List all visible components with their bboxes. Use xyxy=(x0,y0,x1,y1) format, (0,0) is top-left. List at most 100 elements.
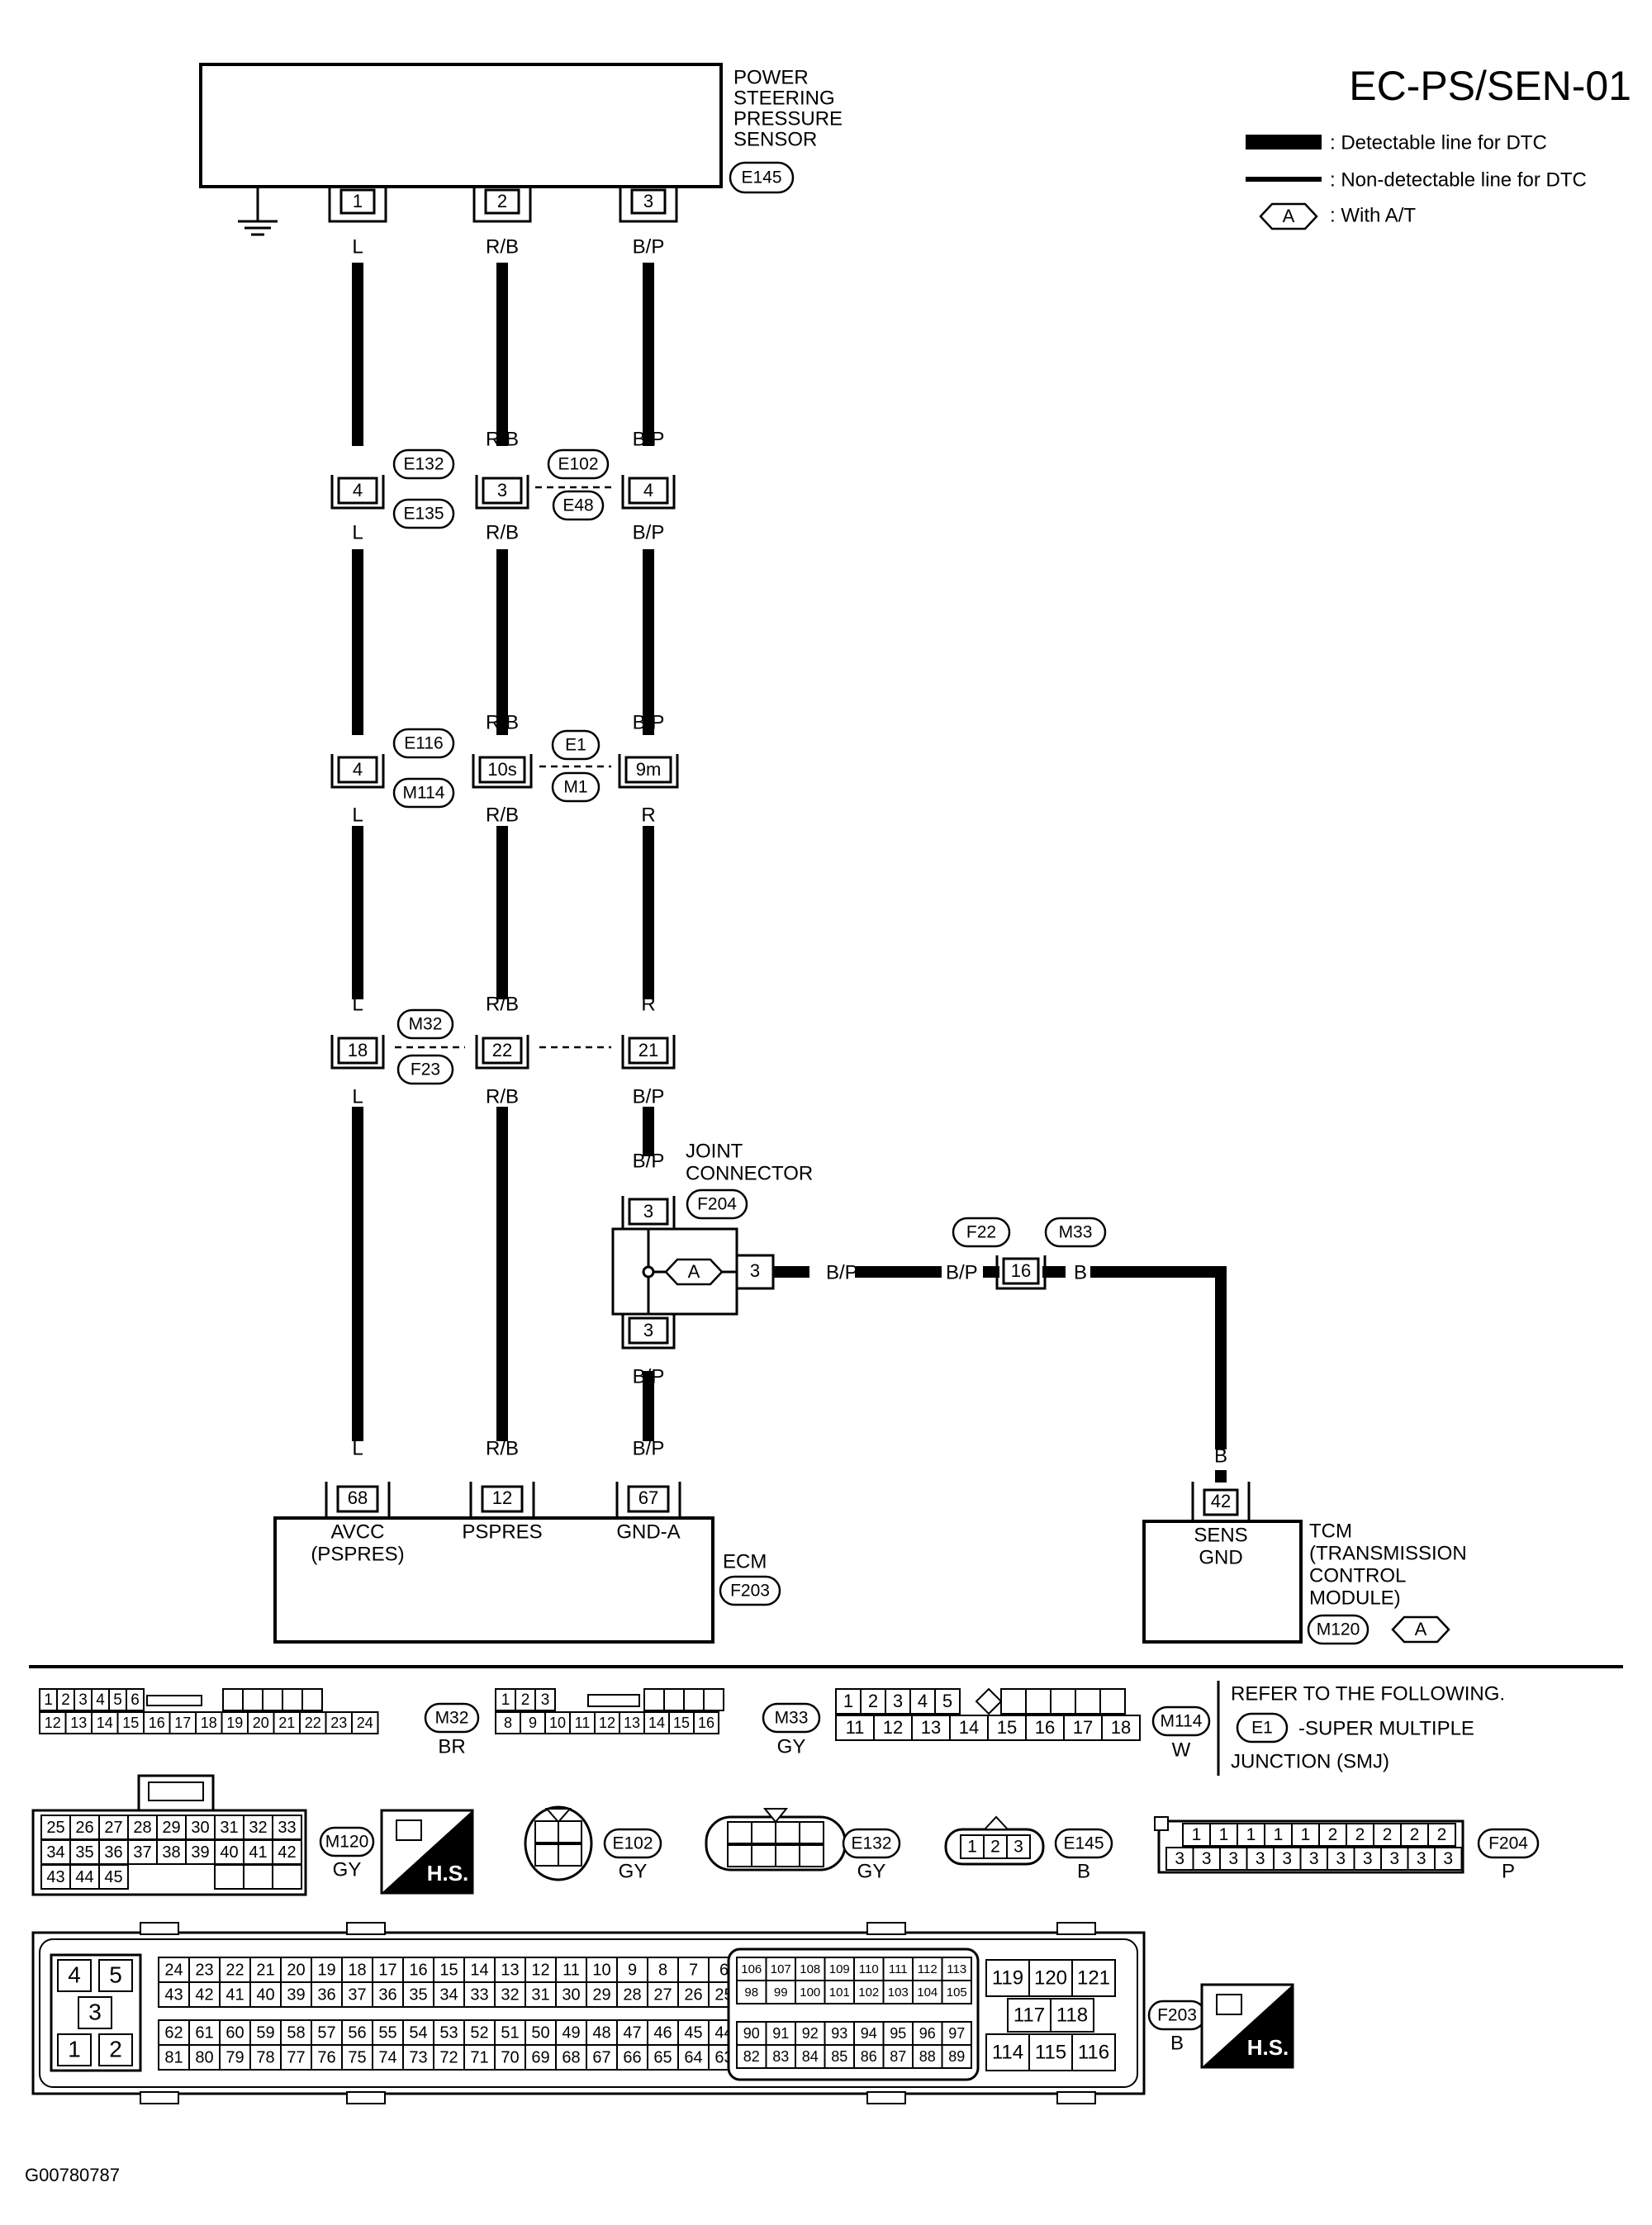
connector_views.f204.row2-pin: 3 xyxy=(1282,1849,1292,1868)
connector_views.m33.row2-pin: 8 xyxy=(504,1715,512,1731)
f203-latch xyxy=(866,1922,906,1935)
harness-side-badge-text: H.S. xyxy=(427,1861,469,1886)
connector_views.f204.row1-cell xyxy=(1346,1823,1374,1847)
refer-code-tag xyxy=(1236,1712,1289,1743)
connector_views.f203.row3-pin: 55 xyxy=(378,2023,396,2042)
connector_views.f203.mid_row4-cell xyxy=(765,2044,796,2069)
connector-tag-m120-text: M120 xyxy=(1317,1620,1360,1639)
wire-color-label: R/B xyxy=(486,235,519,258)
connector_views.f203.row2-pin: 28 xyxy=(623,1985,641,2004)
connector_views.f203.row4-pin: 67 xyxy=(592,2048,610,2066)
wire-color-label: B/P xyxy=(633,521,665,543)
f203-left-cell xyxy=(98,2033,133,2066)
connector_views.f203.row1-pin: 17 xyxy=(378,1961,396,1979)
connector-tag-e132 xyxy=(392,448,455,480)
connector_views.m32.row2-pin: 12 xyxy=(45,1715,61,1731)
connector_views.f203.mid_row2-pin: 99 xyxy=(774,1985,788,2000)
f203-left-pin: 3 xyxy=(88,1999,102,2024)
connector_views.f203.mid_row4-pin: 85 xyxy=(831,2048,847,2065)
connector_views.f203.row4-pin: 72 xyxy=(439,2048,458,2066)
connector_views.f204.row2-cell xyxy=(1299,1847,1328,1871)
wire-color-label: L xyxy=(352,993,363,1015)
connector_views.f203.row2-cell xyxy=(616,1981,648,2008)
ecm-pin-label: PSPRES xyxy=(462,1520,542,1543)
connector_views.f203.mid_row3-pin: 94 xyxy=(861,2025,877,2042)
connector_views.f203.row1-cell xyxy=(677,1957,710,1983)
sensor-name-line: POWER xyxy=(733,66,809,88)
wire-color-label: L xyxy=(352,235,363,258)
connector_views.f203.row4-pin: 69 xyxy=(531,2048,549,2066)
connector_views.f203.row4-pin: 75 xyxy=(348,2048,366,2066)
connector-view-color-f203: B xyxy=(1170,2032,1184,2054)
connector-view-tag-f203-text: F203 xyxy=(1157,2006,1197,2025)
junction-m1-pin-bracket xyxy=(618,754,679,789)
connector_views.m114.row2-pin: 16 xyxy=(1035,1717,1055,1738)
connector_views.m120.row1-pin: 26 xyxy=(75,1819,93,1837)
f203-left-cell xyxy=(57,2033,92,2066)
junction-e1-pin xyxy=(478,756,526,784)
connector_views.f203.mid_row3-pin: 95 xyxy=(890,2025,906,2042)
connector_views.m120.row2-cell xyxy=(127,1839,158,1865)
connector_views.m32.row2-pin: 19 xyxy=(226,1715,243,1731)
junction-pin-21 xyxy=(628,1037,669,1065)
sensor-connector-tag-text: E145 xyxy=(741,168,781,187)
connector_views.m32.row2-pin: 22 xyxy=(305,1715,321,1731)
e132-key xyxy=(762,1808,789,1824)
sensor-pin xyxy=(630,188,667,215)
joint-pin-bottom-bracket xyxy=(621,1315,676,1350)
connector_views.m120.row1-pin: 32 xyxy=(249,1819,267,1837)
connector_views.f203.row2-cell xyxy=(433,1981,465,2008)
connector_views.m114.row1-pin: 1 xyxy=(843,1691,853,1711)
connector_views.m32.row2-pin: 21 xyxy=(278,1715,295,1731)
junction-f23-pin-pin: 22 xyxy=(492,1040,512,1060)
connector_views.f203.row4-pin: 65 xyxy=(653,2048,672,2066)
ecm-pin xyxy=(627,1485,670,1513)
wire-color-label: L xyxy=(352,1085,363,1108)
connector_views.m32.row2-pin: 18 xyxy=(201,1715,217,1731)
connector_views.m120.row1-pin: 33 xyxy=(278,1819,296,1837)
connector_views.f203.row2-pin: 31 xyxy=(531,1985,549,2004)
connector_views.f204.row1-pin: 1 xyxy=(1219,1825,1229,1844)
connector-view-tag-e102 xyxy=(603,1828,662,1859)
connector_views.f203.mid_row2-pin: 104 xyxy=(917,1985,938,2000)
connector_views.m33.row2-cell xyxy=(619,1711,645,1734)
connector_views.f203.row1-pin: 18 xyxy=(348,1961,366,1979)
connector_views.f204.row2-pin: 3 xyxy=(1417,1849,1427,1868)
connector-tag-m32 xyxy=(396,1008,454,1040)
connector_views.f203.row4-cell xyxy=(341,2044,373,2071)
tcm-pin-bracket xyxy=(1191,1482,1251,1523)
connector_views.m32.row2-pin: 15 xyxy=(122,1715,139,1731)
connector_views.e132.pinsB-cell xyxy=(775,1844,800,1867)
junction-e102-pin-b-pin: 4 xyxy=(643,480,653,501)
connector_views.f203.row2-cell xyxy=(525,1981,557,2008)
connector_views.m120.row3-cell xyxy=(40,1864,71,1890)
wire-color-label: B/P xyxy=(633,428,665,450)
ecm-pin-label: AVCC xyxy=(331,1520,385,1543)
connector-tag-m114 xyxy=(392,777,455,809)
connector_views.f203.row4-cell xyxy=(616,2044,648,2071)
connector_views.f203.row1-cell xyxy=(586,1957,618,1983)
connector_views.f204.row2-cell xyxy=(1434,1847,1463,1871)
connector_views.m114.row2-pin: 15 xyxy=(997,1717,1017,1738)
junction-pin-21-bracket xyxy=(621,1035,676,1070)
connector_views.f203.row4-pin: 76 xyxy=(317,2048,335,2066)
connector_views.f203.row1-pin: 16 xyxy=(409,1961,427,1979)
ecm-pin-label: GND-A xyxy=(616,1520,680,1543)
connector_views.f204.row2-pin: 3 xyxy=(1202,1849,1212,1868)
connector_views.f204.row1-pin: 2 xyxy=(1383,1825,1393,1844)
connector_views.f203.mid_row2-cell xyxy=(882,1980,914,2004)
connector_views.f203.row4-pin: 74 xyxy=(378,2048,396,2066)
connector_views.f204.row1-cell xyxy=(1209,1823,1238,1847)
connector_views.f203.row4-pin: 64 xyxy=(684,2048,702,2066)
connector_views.f204.row2-pin: 3 xyxy=(1336,1849,1346,1868)
tcm-branch-pin-16-pin: 16 xyxy=(1011,1260,1031,1281)
connector_views.f203.row1-cell xyxy=(463,1957,496,1983)
connector_views.f203.row2-pin: 26 xyxy=(684,1985,702,2004)
connector-tag-m32-text: M32 xyxy=(409,1015,443,1034)
wire-color-label: B xyxy=(1074,1261,1087,1283)
connector-tag-e48 xyxy=(552,490,605,521)
connector-view-color-m33: GY xyxy=(777,1735,806,1758)
connector_views.m32.row1x-cell xyxy=(222,1688,244,1711)
tcm-pin xyxy=(1203,1488,1239,1516)
connector_views.f203.row2-cell xyxy=(341,1981,373,2008)
